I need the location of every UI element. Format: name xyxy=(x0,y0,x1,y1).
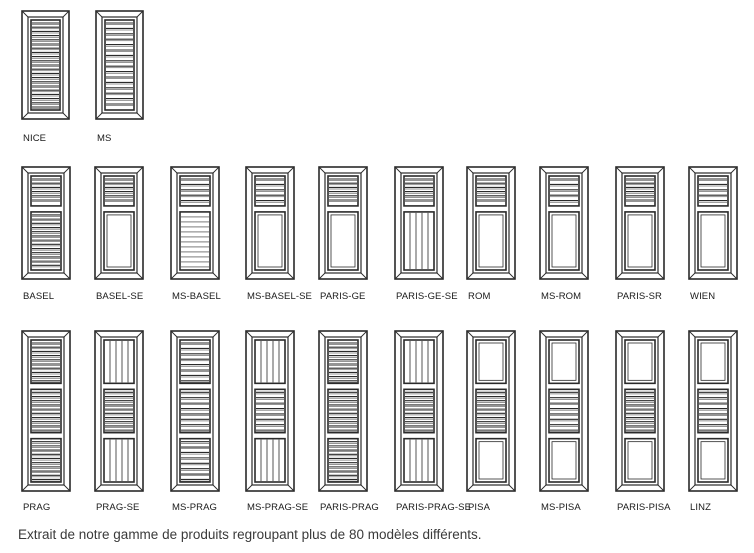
model-label-paris-ge: PARIS-GE xyxy=(320,291,366,302)
model-label-pisa: PISA xyxy=(468,502,491,513)
shutter-ms-rom xyxy=(539,166,589,280)
catalog-caption: Extrait de notre gamme de produits regro… xyxy=(18,527,482,542)
shutter-linz xyxy=(688,330,738,492)
model-label-ms-rom: MS-ROM xyxy=(541,291,582,302)
shutter-wien xyxy=(688,166,738,280)
shutter-paris-pisa xyxy=(615,330,665,492)
shutter-ms-prag xyxy=(170,330,220,492)
shutter-ms xyxy=(95,10,144,120)
model-label-paris-pisa: PARIS-PISA xyxy=(617,502,671,513)
shutter-rom xyxy=(466,166,516,280)
model-label-basel-se: BASEL-SE xyxy=(96,291,144,302)
shutter-prag xyxy=(21,330,71,492)
model-label-paris-sr: PARIS-SR xyxy=(617,291,662,302)
shutter-ms-pisa xyxy=(539,330,589,492)
shutter-paris-ge-se xyxy=(394,166,444,280)
shutter-paris-prag-se xyxy=(394,330,444,492)
model-label-ms-prag-se: MS-PRAG-SE xyxy=(247,502,309,513)
model-label-basel: BASEL xyxy=(23,291,55,302)
model-label-prag: PRAG xyxy=(23,502,51,513)
shutter-basel-se xyxy=(94,166,144,280)
model-label-wien: WIEN xyxy=(690,291,716,302)
model-label-rom: ROM xyxy=(468,291,491,302)
shutter-nice xyxy=(21,10,70,120)
model-label-paris-ge-se: PARIS-GE-SE xyxy=(396,291,458,302)
model-label-ms-basel-se: MS-BASEL-SE xyxy=(247,291,312,302)
shutter-paris-prag xyxy=(318,330,368,492)
model-label-paris-prag-se: PARIS-PRAG-SE xyxy=(396,502,472,513)
model-label-paris-prag: PARIS-PRAG xyxy=(320,502,379,513)
shutter-prag-se xyxy=(94,330,144,492)
shutter-ms-basel xyxy=(170,166,220,280)
model-label-linz: LINZ xyxy=(690,502,711,513)
shutter-paris-sr xyxy=(615,166,665,280)
shutter-ms-basel-se xyxy=(245,166,295,280)
shutter-paris-ge xyxy=(318,166,368,280)
shutter-ms-prag-se xyxy=(245,330,295,492)
shutter-pisa xyxy=(466,330,516,492)
model-label-ms-prag: MS-PRAG xyxy=(172,502,218,513)
shutter-basel xyxy=(21,166,71,280)
model-label-ms-pisa: MS-PISA xyxy=(541,502,581,513)
model-label-ms: MS xyxy=(97,133,112,144)
model-label-ms-basel: MS-BASEL xyxy=(172,291,221,302)
model-label-prag-se: PRAG-SE xyxy=(96,502,140,513)
model-label-nice: NICE xyxy=(23,133,47,144)
